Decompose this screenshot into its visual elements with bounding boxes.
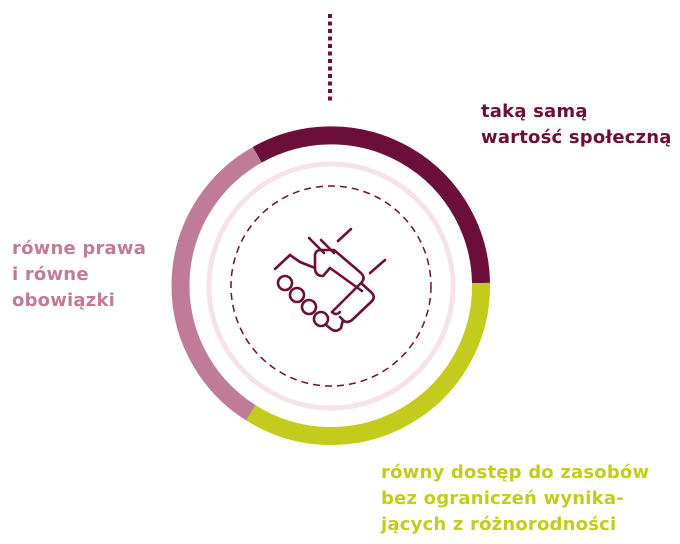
label-left-line-3: obowiązki [12, 290, 115, 311]
label-bottom-line-2: bez ograniczeń wynika- [381, 488, 624, 509]
label-bottom-line-1: równy dostęp do zasobów [381, 462, 650, 483]
handshake-icon [273, 227, 387, 333]
ring-segment-lime [246, 282, 491, 445]
label-equal-access: równy dostęp do zasobów bez ograniczeń w… [381, 460, 649, 538]
label-top-line-2: wartość społeczną [481, 127, 672, 148]
label-equal-rights: równe prawa i równe obowiązki [12, 236, 146, 314]
label-left-line-2: i równe [12, 264, 89, 285]
ring-segment-dark [252, 126, 490, 284]
label-left-line-1: równe prawa [12, 238, 147, 259]
dashed-circle [230, 185, 432, 387]
label-equal-social-value: taką samą wartość społeczną [481, 99, 672, 151]
inner-ring [206, 161, 456, 411]
label-bottom-line-3: jących z różnorodności [381, 514, 617, 535]
ring-segment-pink [171, 146, 262, 421]
label-top-line-1: taką samą [481, 101, 588, 122]
